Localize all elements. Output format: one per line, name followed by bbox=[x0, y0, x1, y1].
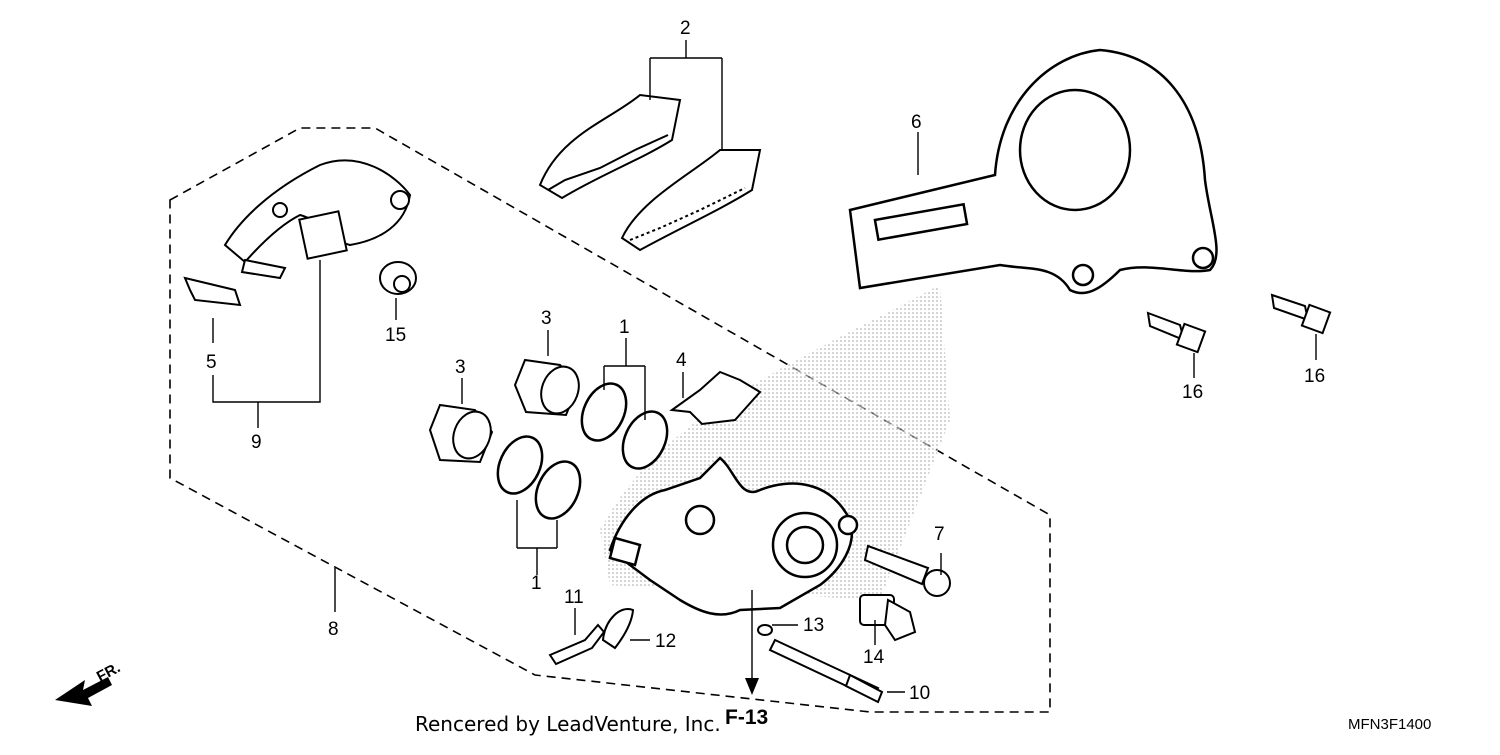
callout-10: 10 bbox=[909, 683, 930, 704]
pin-bolt bbox=[863, 544, 951, 597]
render-credit: Rencered by LeadVenture, Inc. bbox=[415, 712, 721, 736]
callout-2: 2 bbox=[680, 18, 691, 39]
callout-13: 13 bbox=[803, 615, 824, 636]
pad-retainer bbox=[669, 370, 762, 426]
callout-1-lower: 1 bbox=[531, 573, 542, 594]
bleed-screw bbox=[548, 623, 606, 666]
callout-8: 8 bbox=[328, 619, 339, 640]
bracket-bolts bbox=[1146, 293, 1332, 354]
leader-lines bbox=[212, 40, 1317, 693]
callout-3-upper: 3 bbox=[541, 308, 552, 329]
callout-3-lower: 3 bbox=[455, 357, 466, 378]
washer bbox=[757, 624, 773, 636]
callout-7: 7 bbox=[934, 524, 945, 545]
caliper-bracket-upper bbox=[223, 159, 412, 280]
front-label: FR. bbox=[94, 659, 123, 685]
pad-spring bbox=[183, 276, 242, 307]
callout-4: 4 bbox=[676, 350, 687, 371]
pistons bbox=[428, 358, 580, 464]
caliper-body bbox=[608, 456, 859, 616]
diagram-code: MFN3F1400 bbox=[1348, 716, 1432, 733]
front-direction-arrow: FR. bbox=[55, 659, 123, 706]
pad-pin bbox=[768, 638, 884, 704]
callout-14: 14 bbox=[863, 647, 885, 668]
callout-6: 6 bbox=[911, 112, 922, 133]
callout-9: 9 bbox=[251, 432, 262, 453]
reference-label: F-13 bbox=[725, 706, 769, 729]
bleeder-cap bbox=[601, 608, 635, 650]
boot bbox=[379, 261, 417, 295]
callout-16-right: 16 bbox=[1304, 366, 1325, 387]
ref-arrow bbox=[745, 678, 759, 695]
callout-11: 11 bbox=[564, 587, 584, 608]
piston-seals bbox=[496, 382, 669, 520]
caliper-mount-bracket bbox=[848, 48, 1218, 295]
callout-12: 12 bbox=[655, 631, 676, 652]
flange-bolt bbox=[859, 594, 917, 642]
callout-1-upper: 1 bbox=[619, 317, 630, 338]
callout-5: 5 bbox=[206, 352, 217, 373]
brake-pads bbox=[538, 93, 762, 252]
callout-16-left: 16 bbox=[1182, 382, 1203, 403]
callout-15: 15 bbox=[385, 325, 406, 346]
assembly-outline bbox=[169, 127, 1051, 713]
